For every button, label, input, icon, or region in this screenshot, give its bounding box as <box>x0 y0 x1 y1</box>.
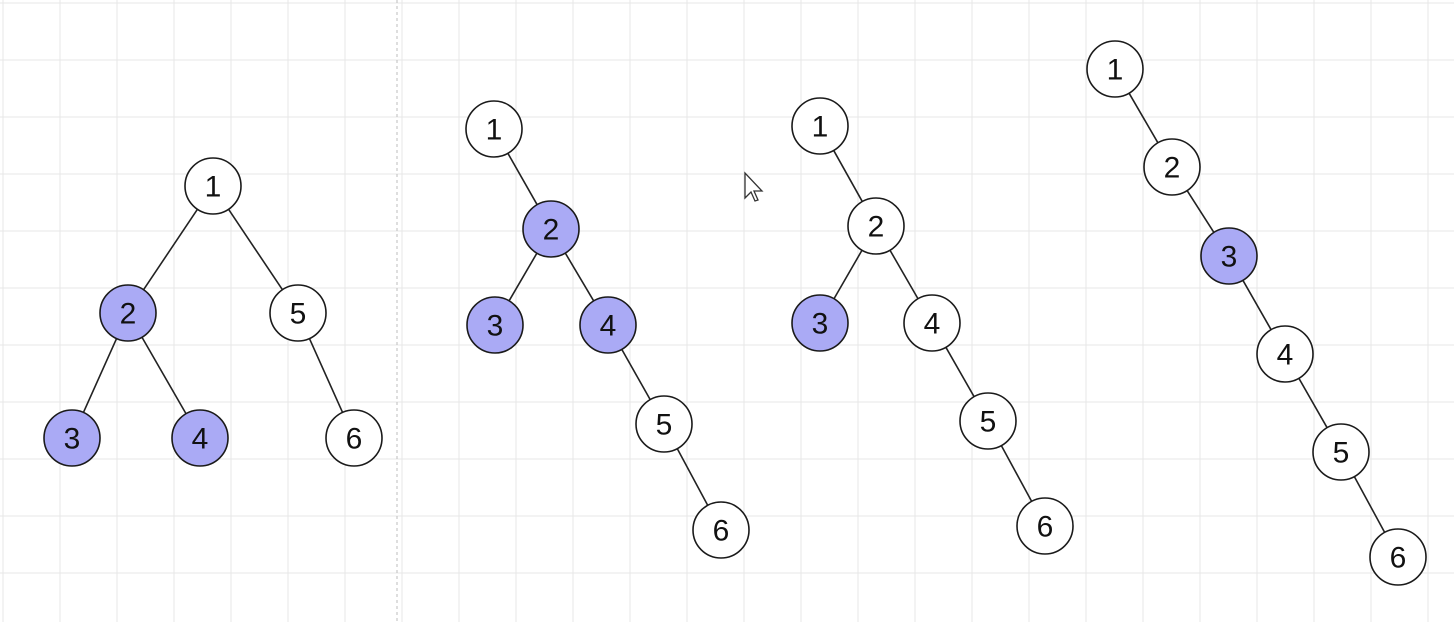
edge-1-2 <box>1128 92 1159 144</box>
tree-1: 1 2 5 3 4 6 <box>43 157 383 467</box>
edge-2-3 <box>1186 190 1215 233</box>
node-label: 3 <box>1221 241 1238 274</box>
node-label: 6 <box>713 515 730 548</box>
node-label: 6 <box>346 423 363 456</box>
edge-2-3 <box>833 249 863 300</box>
trees-layer: 1 2 5 3 4 6 1 2 3 4 5 6 1 2 3 4 5 6 1 2 3 4 5 6 <box>43 40 1427 586</box>
node-1: 1 <box>1086 40 1144 98</box>
node-circle <box>847 197 905 255</box>
edge-1-2 <box>142 208 199 291</box>
node-circle <box>1200 227 1258 285</box>
node-1: 1 <box>791 97 849 155</box>
node-label: 6 <box>1390 542 1407 575</box>
node-circle <box>791 97 849 155</box>
node-2: 2 <box>1143 138 1201 196</box>
edge-5-6 <box>1000 445 1033 502</box>
node-circle <box>1016 497 1074 555</box>
node-2: 2 <box>99 284 157 342</box>
node-label: 3 <box>64 423 81 456</box>
node-circle <box>959 392 1017 450</box>
edge-3-4 <box>1242 279 1272 331</box>
node-label: 5 <box>1333 437 1350 470</box>
edge-2-4 <box>889 249 919 300</box>
node-4: 4 <box>579 296 637 354</box>
node-4: 4 <box>903 294 961 352</box>
node-circle <box>1086 40 1144 98</box>
node-6: 6 <box>692 501 750 559</box>
edge-1-2 <box>832 150 864 202</box>
edge-2-4 <box>564 252 595 302</box>
node-label: 1 <box>812 111 829 144</box>
node-circle <box>171 409 229 467</box>
node-label: 5 <box>656 409 673 442</box>
edge-5-6 <box>308 338 344 413</box>
node-circle <box>692 501 750 559</box>
node-label: 1 <box>1107 54 1124 87</box>
edge-2-4 <box>141 336 187 415</box>
tree-4: 1 2 3 4 5 6 <box>1086 40 1427 586</box>
node-5: 5 <box>635 395 693 453</box>
node-label: 2 <box>543 214 560 247</box>
edge-5-6 <box>1353 476 1386 533</box>
tree-2: 1 2 3 4 5 6 <box>465 100 750 559</box>
node-6: 6 <box>1369 528 1427 586</box>
node-label: 3 <box>812 308 829 341</box>
node-label: 2 <box>120 298 137 331</box>
node-label: 4 <box>600 310 617 343</box>
node-circle <box>1312 423 1370 481</box>
node-label: 4 <box>1277 339 1294 372</box>
node-label: 4 <box>192 423 209 456</box>
edge-4-5 <box>1298 377 1328 429</box>
node-circle <box>466 296 524 354</box>
edge-4-5 <box>621 348 651 401</box>
node-circle <box>43 409 101 467</box>
node-circle <box>1369 528 1427 586</box>
tree-3: 1 2 3 4 5 6 <box>791 97 1074 555</box>
node-circle <box>465 100 523 158</box>
node-circle <box>635 395 693 453</box>
node-1: 1 <box>184 157 242 215</box>
node-circle <box>522 200 580 258</box>
node-circle <box>1256 325 1314 383</box>
node-label: 2 <box>868 211 885 244</box>
node-3: 3 <box>791 294 849 352</box>
node-circle <box>579 296 637 354</box>
node-4: 4 <box>171 409 229 467</box>
node-label: 2 <box>1164 152 1181 185</box>
node-5: 5 <box>1312 423 1370 481</box>
node-3: 3 <box>1200 227 1258 285</box>
node-circle <box>903 294 961 352</box>
node-label: 6 <box>1037 511 1054 544</box>
node-label: 1 <box>486 114 503 147</box>
node-circle <box>1143 138 1201 196</box>
node-label: 1 <box>205 171 222 204</box>
node-1: 1 <box>465 100 523 158</box>
edge-2-3 <box>508 252 538 302</box>
node-label: 3 <box>487 310 504 343</box>
edge-5-6 <box>676 448 709 506</box>
node-6: 6 <box>1016 497 1074 555</box>
node-5: 5 <box>269 284 327 342</box>
node-4: 4 <box>1256 325 1314 383</box>
node-3: 3 <box>466 296 524 354</box>
edge-4-5 <box>945 346 975 398</box>
node-circle <box>791 294 849 352</box>
node-5: 5 <box>959 392 1017 450</box>
node-circle <box>325 409 383 467</box>
node-label: 4 <box>924 308 941 341</box>
node-2: 2 <box>522 200 580 258</box>
node-label: 5 <box>980 406 997 439</box>
edge-1-5 <box>227 208 284 291</box>
node-label: 5 <box>290 298 307 331</box>
edge-2-3 <box>82 338 118 413</box>
node-circle <box>99 284 157 342</box>
node-2: 2 <box>847 197 905 255</box>
node-circle <box>269 284 327 342</box>
node-3: 3 <box>43 409 101 467</box>
edge-1-2 <box>507 152 538 206</box>
node-6: 6 <box>325 409 383 467</box>
node-circle <box>184 157 242 215</box>
mouse-cursor-icon <box>744 171 764 202</box>
